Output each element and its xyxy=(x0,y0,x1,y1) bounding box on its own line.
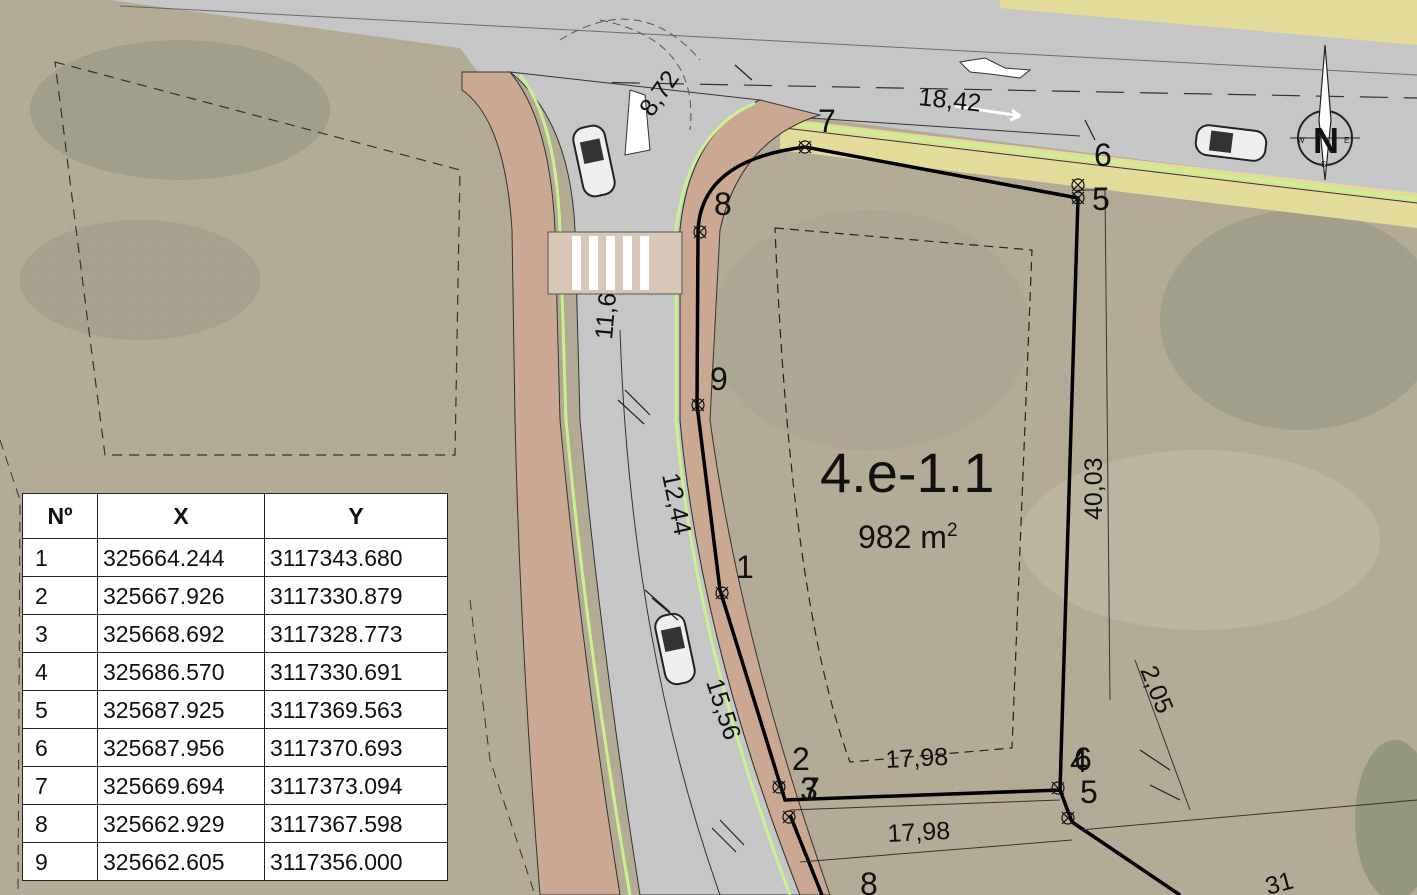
table-cell-x: 325667.926 xyxy=(97,576,265,615)
table-cell-no: 8 xyxy=(22,804,98,843)
vertex-marker-8 xyxy=(693,225,707,239)
coordinate-table: Nº X Y 1 325664.244 3117343.680 2 325667… xyxy=(22,493,448,881)
table-header-row: Nº X Y xyxy=(22,493,448,539)
table-cell-no: 1 xyxy=(22,538,98,577)
table-cell-x: 325662.929 xyxy=(97,804,265,843)
table-cell-y: 3117367.598 xyxy=(264,804,448,843)
table-row: 3 325668.692 3117328.773 xyxy=(22,614,448,653)
car-icon xyxy=(1194,124,1268,162)
table-header-x: X xyxy=(97,493,265,539)
table-row: 2 325667.926 3117330.879 xyxy=(22,576,448,615)
car-icon xyxy=(572,124,616,198)
table-cell-no: 2 xyxy=(22,576,98,615)
table-cell-y: 3117343.680 xyxy=(264,538,448,577)
dimension-crossing: 11,6 xyxy=(590,291,622,340)
table-row: 5 325687.925 3117369.563 xyxy=(22,690,448,729)
median-strip-top xyxy=(1000,0,1417,45)
parcel-area-label: 982 m2 xyxy=(858,519,958,555)
car-icon xyxy=(654,612,696,686)
vertex-marker-9 xyxy=(691,398,705,412)
main-road xyxy=(110,0,1417,195)
lane-arrow-icon xyxy=(958,57,1032,79)
table-cell-x: 325687.925 xyxy=(97,690,265,729)
vertex-label-1: 1 xyxy=(736,549,754,585)
table-cell-no: 5 xyxy=(22,690,98,729)
table-row: 6 325687.956 3117370.693 xyxy=(22,728,448,767)
dimension-east-side: 40,03 xyxy=(1080,457,1108,520)
table-cell-y: 3117356.000 xyxy=(264,842,448,881)
table-cell-no: 9 xyxy=(22,842,98,881)
table-cell-y: 3117369.563 xyxy=(264,690,448,729)
vertex-label-2: 2 xyxy=(792,741,810,777)
vertex-marker-2 xyxy=(772,780,786,794)
table-row: 9 325662.605 3117356.000 xyxy=(22,842,448,881)
vertex-label-5: 5 xyxy=(1092,181,1110,217)
table-cell-y: 3117330.691 xyxy=(264,652,448,691)
compass-north-letter: N xyxy=(1313,120,1339,161)
table-cell-x: 325669.694 xyxy=(97,766,265,805)
vertex-label-4: 4 xyxy=(1070,743,1088,779)
table-row: 1 325664.244 3117343.680 xyxy=(22,538,448,577)
dimension-south-bottom: 17,98 xyxy=(887,817,951,848)
table-cell-y: 3117330.879 xyxy=(264,576,448,615)
parcel-4e-1-1-boundary xyxy=(695,145,1080,802)
vertex-marker-1 xyxy=(715,586,729,600)
vertex-marker-5 xyxy=(1071,191,1085,205)
north-arrow-icon: N E W S xyxy=(1290,44,1360,181)
vertex-label-7b: 7 xyxy=(802,771,820,807)
vertex-marker-4 xyxy=(1051,781,1065,795)
table-cell-x: 325686.570 xyxy=(97,652,265,691)
dimension-south-top: 17,98 xyxy=(885,743,949,774)
traffic-island xyxy=(624,89,651,156)
compass-south-letter: S xyxy=(1321,160,1326,169)
table-cell-no: 6 xyxy=(22,728,98,767)
table-header-no: Nº xyxy=(22,493,98,539)
table-cell-y: 3117373.094 xyxy=(264,766,448,805)
vertex-label-6b: 6 xyxy=(1074,741,1092,777)
sidewalk-left xyxy=(461,71,621,895)
table-header-y: Y xyxy=(264,493,448,539)
vertex-marker-5b xyxy=(1061,811,1075,825)
vertex-label-7: 7 xyxy=(818,103,836,139)
vertex-label-9: 9 xyxy=(710,361,728,397)
table-row: 8 325662.929 3117367.598 xyxy=(22,804,448,843)
neighbour-lot-boundary xyxy=(54,61,461,456)
table-cell-no: 3 xyxy=(22,614,98,653)
table-cell-x: 325664.244 xyxy=(97,538,265,577)
median-strip-bottom xyxy=(780,118,1417,228)
vertex-markers xyxy=(691,140,1085,825)
compass-east-letter: E xyxy=(1344,136,1349,145)
vertex-label-3: 3 xyxy=(800,771,818,807)
table-cell-no: 4 xyxy=(22,652,98,691)
vertex-marker-3 xyxy=(782,810,796,824)
vertex-marker-7 xyxy=(798,140,812,154)
table-cell-no: 7 xyxy=(22,766,98,805)
compass-west-letter: W xyxy=(1297,136,1305,145)
building-setback-line xyxy=(774,227,1033,763)
vertex-label-5b: 5 xyxy=(1080,774,1098,810)
table-cell-x: 325668.692 xyxy=(97,614,265,653)
table-row: 7 325669.694 3117373.094 xyxy=(22,766,448,805)
table-cell-y: 3117328.773 xyxy=(264,614,448,653)
table-cell-y: 3117370.693 xyxy=(264,728,448,767)
pedestrian-crossing xyxy=(547,231,683,295)
table-row: 4 325686.570 3117330.691 xyxy=(22,652,448,691)
parcel-id-label: 4.e-1.1 xyxy=(820,441,994,504)
table-cell-x: 325687.956 xyxy=(97,728,265,767)
vertex-marker-6 xyxy=(1071,178,1085,192)
lane-arrow-icon xyxy=(954,104,1021,122)
vegetation-patch xyxy=(30,40,330,180)
vertex-label-8: 8 xyxy=(714,186,732,222)
table-cell-x: 325662.605 xyxy=(97,842,265,881)
dimension-road-top: 18,42 xyxy=(917,83,982,117)
vertex-label-8b: 8 xyxy=(860,866,878,895)
vertex-label-6: 6 xyxy=(1094,137,1112,173)
